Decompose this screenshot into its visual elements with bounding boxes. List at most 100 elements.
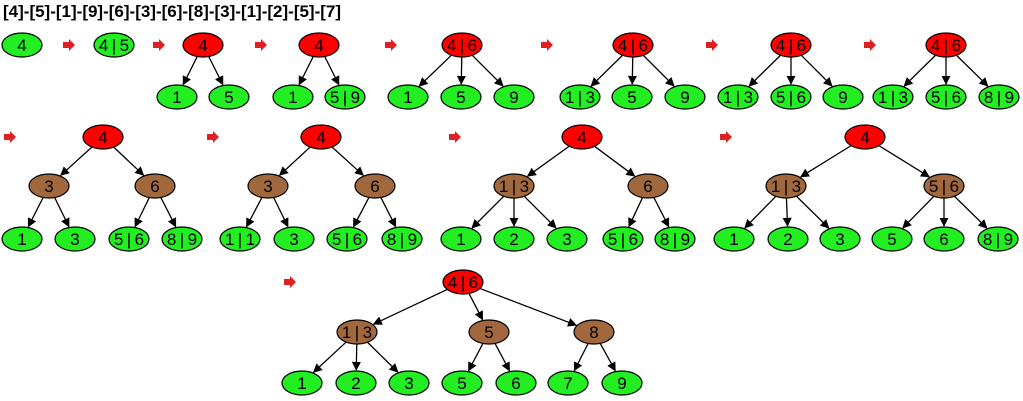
step-arrow-icon [255, 39, 267, 51]
tree-edge [298, 56, 314, 86]
node-label: 4 [577, 128, 586, 147]
node-ellipse [1, 226, 43, 252]
node-ellipse [872, 84, 914, 110]
tree-edge [955, 54, 989, 87]
leaf-node: 8 | 9 [977, 226, 1019, 252]
node-label: 4 [860, 128, 869, 147]
node-label: 8 | 9 [167, 230, 197, 249]
node-label: 9 [838, 88, 847, 107]
step-arrow-icon [541, 39, 553, 51]
node-ellipse [493, 226, 535, 252]
tree-edge [573, 343, 589, 372]
node-ellipse [765, 173, 807, 199]
node-ellipse [493, 173, 535, 199]
leaf-node: 1 [440, 226, 482, 252]
tree-edge [312, 341, 347, 373]
insertion-sequence: [4]-[5]-[1]-[9]-[6]-[3]-[6]-[8]-[3]-[1]-… [3, 2, 342, 21]
tree-edge [27, 197, 44, 228]
node-label: 1 | 3 [771, 177, 801, 196]
node-label: 4 [98, 128, 107, 147]
node-label: 8 | 9 [983, 230, 1013, 249]
leaf-node: 3 [819, 226, 861, 252]
node-ellipse [612, 32, 654, 58]
node-label: 4 [314, 36, 323, 55]
node-ellipse [627, 173, 669, 199]
node-label: 5 | 6 [929, 177, 959, 196]
leaf-node: 8 | 9 [978, 84, 1020, 110]
leaf-node: 1 | 3 [872, 84, 914, 110]
internal-node: 6 [354, 173, 396, 199]
tree-edge [642, 54, 675, 87]
node-label: 6 [370, 177, 379, 196]
node-ellipse [440, 84, 482, 110]
node-label: 4 | 6 [776, 36, 806, 55]
node-label: 4 | 6 [618, 36, 648, 55]
tree-edge [479, 287, 578, 327]
node-label: 3 [70, 230, 79, 249]
leaf-node: 5 [440, 84, 482, 110]
node-label: 1 [729, 230, 738, 249]
tree-edge [208, 56, 224, 86]
tree-edge [800, 54, 833, 87]
node-ellipse [977, 226, 1019, 252]
node-ellipse [354, 173, 396, 199]
node-label: 3 [289, 230, 298, 249]
node-label: 5 [224, 88, 233, 107]
node-ellipse [82, 124, 124, 150]
leaf-node: 6 [495, 370, 537, 396]
node-label: 6 [939, 230, 948, 249]
leaf-node: 8 | 9 [654, 226, 696, 252]
tree-edge [795, 195, 830, 229]
node-ellipse [495, 370, 537, 396]
node-label: 5 [627, 88, 636, 107]
node-ellipse [381, 226, 423, 252]
tree-edge [902, 195, 935, 229]
node-label: 1 [172, 88, 181, 107]
internal-node: 3 [28, 173, 70, 199]
root-node: 4 [298, 32, 340, 58]
node-ellipse [298, 32, 340, 58]
leaf-node: 1 | 1 [219, 226, 261, 252]
internal-node: 8 [573, 319, 615, 345]
node-label: 4 [17, 36, 26, 55]
step-arrow-icon [720, 131, 732, 143]
node-label: 5 | 6 [776, 88, 806, 107]
node-ellipse [441, 370, 483, 396]
leaf-node: 5 | 6 [108, 226, 150, 252]
leaf-node: 3 [273, 226, 315, 252]
leaf-node: 8 | 9 [161, 226, 203, 252]
step-arrow-icon [4, 131, 16, 143]
node-label: 4 | 6 [447, 36, 477, 55]
leaf-node: 5 | 6 [925, 84, 967, 110]
root-node: 4 | 6 [441, 32, 483, 58]
leaf-node: 1 [281, 370, 323, 396]
tree-edge [60, 146, 93, 176]
step-arrow-icon [385, 39, 397, 51]
node-label: 1 | 1 [225, 230, 255, 249]
node-label: 8 | 9 [387, 230, 417, 249]
node-ellipse [547, 370, 589, 396]
tree-edge [494, 343, 511, 372]
node-label: 1 [403, 88, 412, 107]
internal-node: 6 [627, 173, 669, 199]
node-ellipse [272, 84, 314, 110]
node-label: 2 [351, 374, 360, 393]
internal-node: 6 [134, 173, 176, 199]
node-ellipse [654, 226, 696, 252]
node-label: 1 | 3 [499, 177, 529, 196]
step-arrow-icon [864, 39, 876, 51]
leaf-node: 2 [767, 226, 809, 252]
node-ellipse [28, 173, 70, 199]
node-ellipse [822, 84, 864, 110]
internal-node: 1 | 3 [493, 173, 535, 199]
leaf-node: 1 [156, 84, 198, 110]
node-ellipse [336, 319, 378, 345]
node-ellipse [324, 84, 366, 110]
node-ellipse [1, 32, 43, 58]
node-ellipse [161, 226, 203, 252]
node-label: 5 [484, 323, 493, 342]
